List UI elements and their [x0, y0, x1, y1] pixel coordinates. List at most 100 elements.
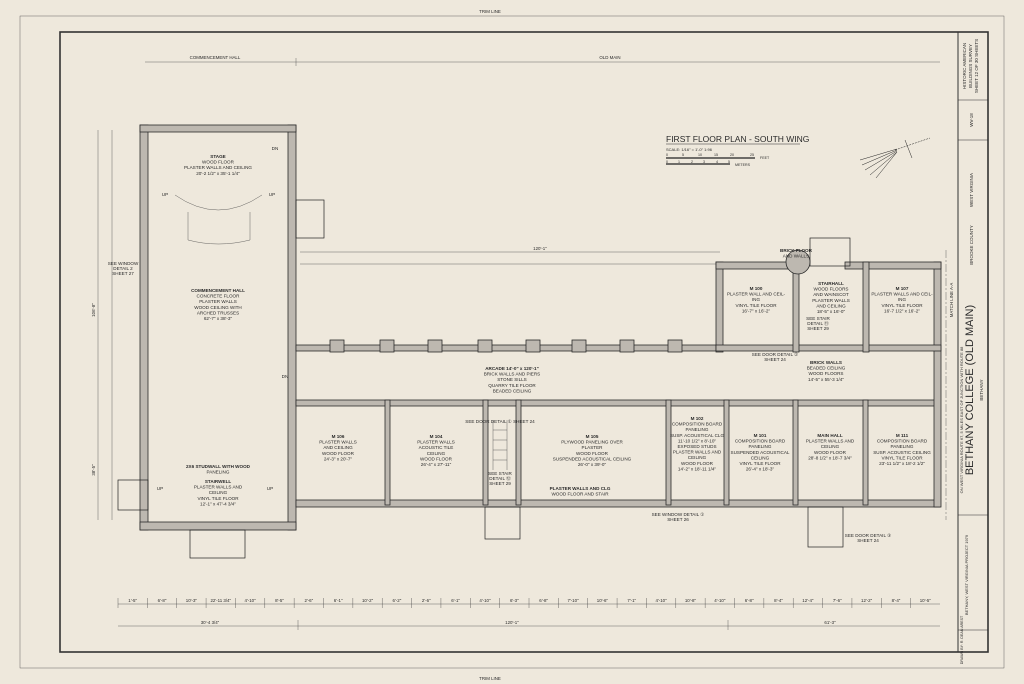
project: BETHANY, WEST VIRGINIA PROJECT 1979 — [964, 534, 969, 615]
room-label-line: M 102 — [691, 416, 704, 421]
walls — [117, 124, 942, 559]
room-label-line: CONCRETE FLOOR — [197, 294, 241, 299]
dim-segment-label: 6'-2" — [393, 598, 402, 603]
detail-note: SEE WINDOW — [108, 261, 139, 266]
room-label-line: VINYL TILE FLOOR — [197, 496, 239, 501]
room-label-line: 18'-5" x 16'-0" — [817, 309, 846, 314]
trim-border — [19, 15, 1005, 669]
survey-index: WV-18 — [969, 113, 974, 127]
room-label-line: VINYL TILE FLOOR — [735, 303, 777, 308]
room-label-line: STAGE — [210, 154, 225, 159]
detail-note: SHEET 24 — [857, 538, 879, 543]
svg-text:2: 2 — [691, 160, 693, 164]
dim-segment-label: 6'-1" — [334, 598, 343, 603]
room-label-line: STONE SILLS — [497, 377, 527, 382]
room-label-line: PLYWOOD PANELING OVER — [561, 440, 623, 445]
detail-note: DETAIL 2 — [113, 266, 133, 271]
dim-segment-label: 4'-10" — [714, 598, 726, 603]
room-label-line: SUSPENDED ACOUSTICAL CEILING — [553, 456, 632, 461]
detail-note: DETAIL ⑫ — [489, 475, 511, 482]
room-label-line: AND WALLS — [783, 254, 809, 259]
detail-note: SEE STAIR — [488, 471, 512, 476]
survey-name: HISTORIC AMERICAN — [962, 43, 967, 89]
room-label-line: M 111 — [896, 433, 909, 438]
room-label-line: M 100 — [750, 286, 763, 291]
room-label-line: EXPOSED STUDS — [677, 444, 716, 449]
room-label-line: COMMENCEMENT HALL — [191, 288, 245, 293]
dim-segment-label: 4'-10" — [245, 598, 257, 603]
room-label-line: 11'-10 1/2" x 8'-10" — [678, 438, 716, 443]
building-title: BETHANY COLLEGE (OLD MAIN) — [964, 305, 976, 475]
scale-text: SCALE: 1/16" = 1'-0" 1:96 — [666, 147, 713, 152]
room-label-line: 20'-2 1/2" x 35'-1 1/4" — [196, 171, 240, 176]
dim-segment-label: 6'-8" — [539, 598, 548, 603]
arcade-piers — [329, 339, 683, 353]
dim-segment-label: 10'-6" — [597, 598, 609, 603]
svg-text:25: 25 — [750, 153, 754, 157]
dim-segment-label: 6'-1" — [451, 598, 460, 603]
room-label-line: AND CEILING — [816, 303, 846, 308]
dim-segment-label: 7'-1" — [627, 598, 636, 603]
room-label-line: PLASTER — [582, 445, 604, 450]
room-label-line: WOOD FLOOR — [420, 456, 453, 461]
dim-segment-label: 12'-2" — [861, 598, 873, 603]
room-label-line: PLASTER WALLS AND CEILING — [184, 165, 252, 170]
stair-direction: UP — [162, 192, 168, 197]
room-label-line: WOOD FLOORS — [814, 287, 849, 292]
room-label-line: WOOD FLOOR — [681, 461, 714, 466]
dim-segment-label: 2'-6" — [422, 598, 431, 603]
room-label-line: ARCADE 14'-0" x 120'-1" — [485, 366, 539, 371]
dim-segment-label: 2'-6" — [304, 598, 313, 603]
room-label-line: WOOD FLOOR AND STAIR — [551, 492, 609, 497]
room-label-line: M 105 — [586, 434, 599, 439]
room-label-line: 62'-7" x 38'-3" — [204, 316, 233, 321]
room-label-line: WOOD FLOOR — [576, 451, 609, 456]
survey-name-2: BUILDINGS SURVEY — [968, 44, 973, 88]
room-label-line: 12'-1" x 47'-4 3/4" — [200, 501, 236, 506]
room-label-line: PLASTER WALLS — [319, 440, 357, 445]
room-label-line: COMPOSITION BOARD — [735, 439, 786, 444]
stair-direction: UP — [267, 486, 273, 491]
town: BETHANY — [979, 379, 984, 400]
svg-text:METERS: METERS — [735, 163, 751, 167]
detail-note: SHEET 26 — [667, 517, 689, 522]
room-label-line: PLASTER WALLS — [199, 299, 237, 304]
detail-note: SEE WINDOW DETAIL ① — [652, 512, 706, 517]
stairs — [174, 194, 508, 470]
dim-arcade: 120'-1" — [533, 246, 547, 251]
dim-segment-label: 10'-5" — [920, 598, 932, 603]
room-label-line: PLASTER WALLS AND — [673, 450, 722, 455]
north-arrow-icon — [859, 137, 931, 179]
room-label-line: PLASTER WALLS AND — [806, 439, 855, 444]
detail-note: SEE DOOR DETAIL ① SHEET 24 — [465, 419, 535, 424]
svg-text:15: 15 — [714, 153, 718, 157]
dim-bottom-total-2: 120'-1" — [505, 620, 519, 625]
room-labels: STAGE WOOD FLOOR PLASTER WALLS AND CEILING… — [184, 154, 933, 506]
room-label-line: BEADED CEILING — [807, 366, 846, 371]
room-label-line: M 106 — [332, 434, 345, 439]
plan-title: FIRST FLOOR PLAN - SOUTH WING — [666, 134, 809, 144]
dim-segment-label: 10'-3" — [186, 598, 198, 603]
bottom-dimension-string: 1'-5"6'-8"10'-3"22'-11 3/4"4'-10"8'-5"2'… — [117, 598, 932, 608]
room-label-line: ING — [898, 297, 907, 302]
dim-segment-label: 1'-5" — [128, 598, 137, 603]
room-label-line: 26'-4" x 27'-11" — [421, 462, 452, 467]
room-label-line: 26'-4" x 18'-3" — [746, 467, 775, 472]
room-label-line: PANELING — [891, 444, 914, 449]
stair-direction: UP — [269, 192, 275, 197]
room-label-line: 14'-5" x 55'-3 1/4" — [808, 377, 844, 382]
